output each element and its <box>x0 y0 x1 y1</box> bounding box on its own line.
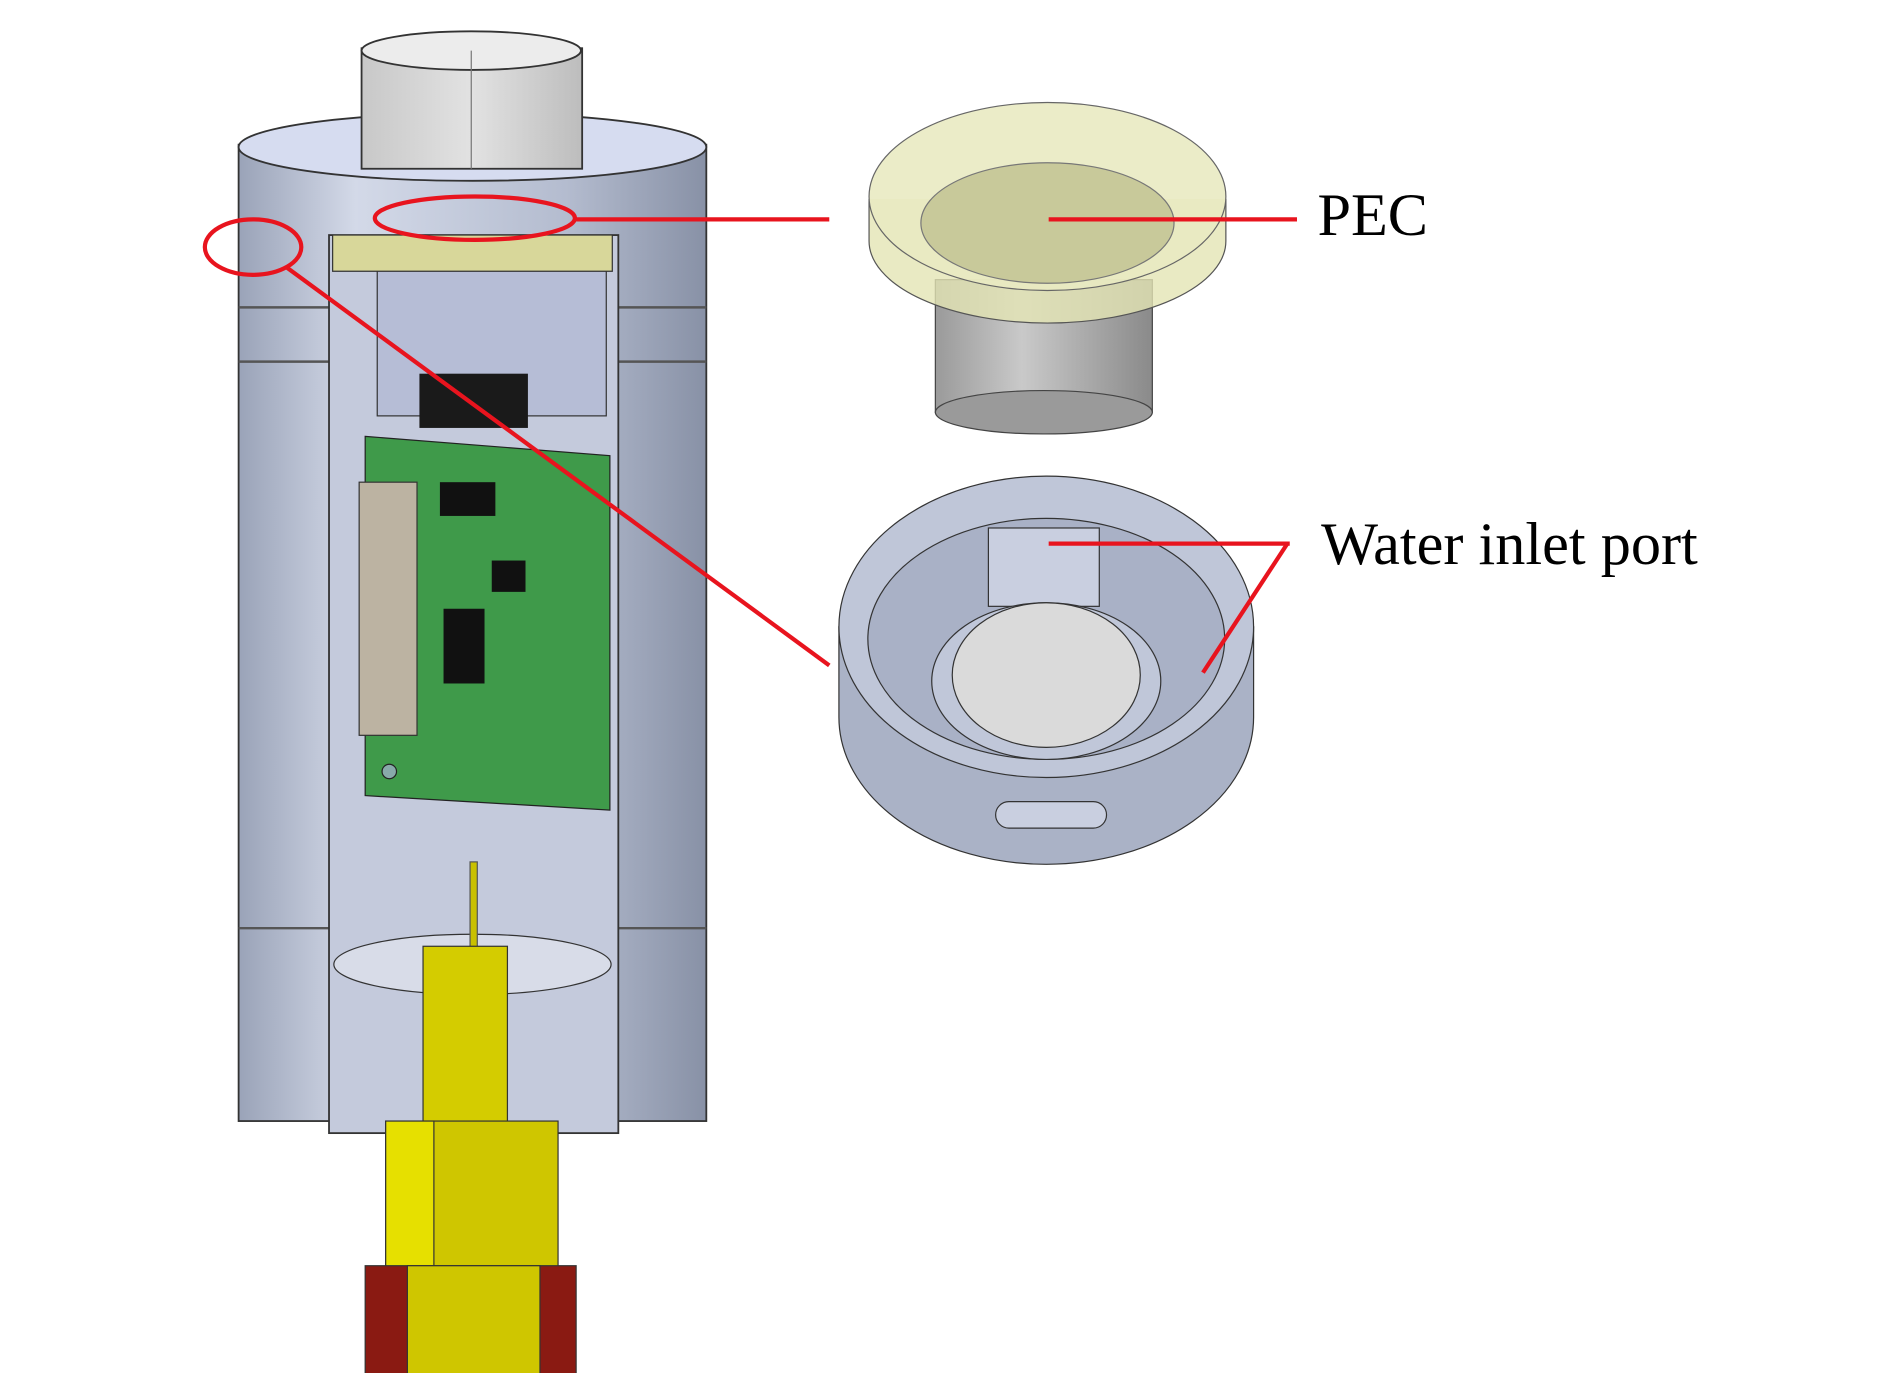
annotations <box>202 194 1297 674</box>
pec-installed <box>332 234 613 272</box>
connector <box>419 373 528 428</box>
pcb <box>358 435 611 811</box>
pec-part <box>868 101 1227 435</box>
pec-label: PEC <box>1317 182 1428 249</box>
water-inlet-ring <box>838 475 1255 865</box>
inlet-label-line-2 <box>1201 542 1290 674</box>
probe-shaft <box>364 861 577 1373</box>
top-shaft <box>360 30 584 170</box>
pec-highlight-ellipse <box>372 194 578 242</box>
inlet-highlight-ellipse <box>202 217 304 277</box>
water-inlet-label: Water inlet port <box>1321 511 1698 578</box>
inlet-leader-line <box>285 265 831 668</box>
